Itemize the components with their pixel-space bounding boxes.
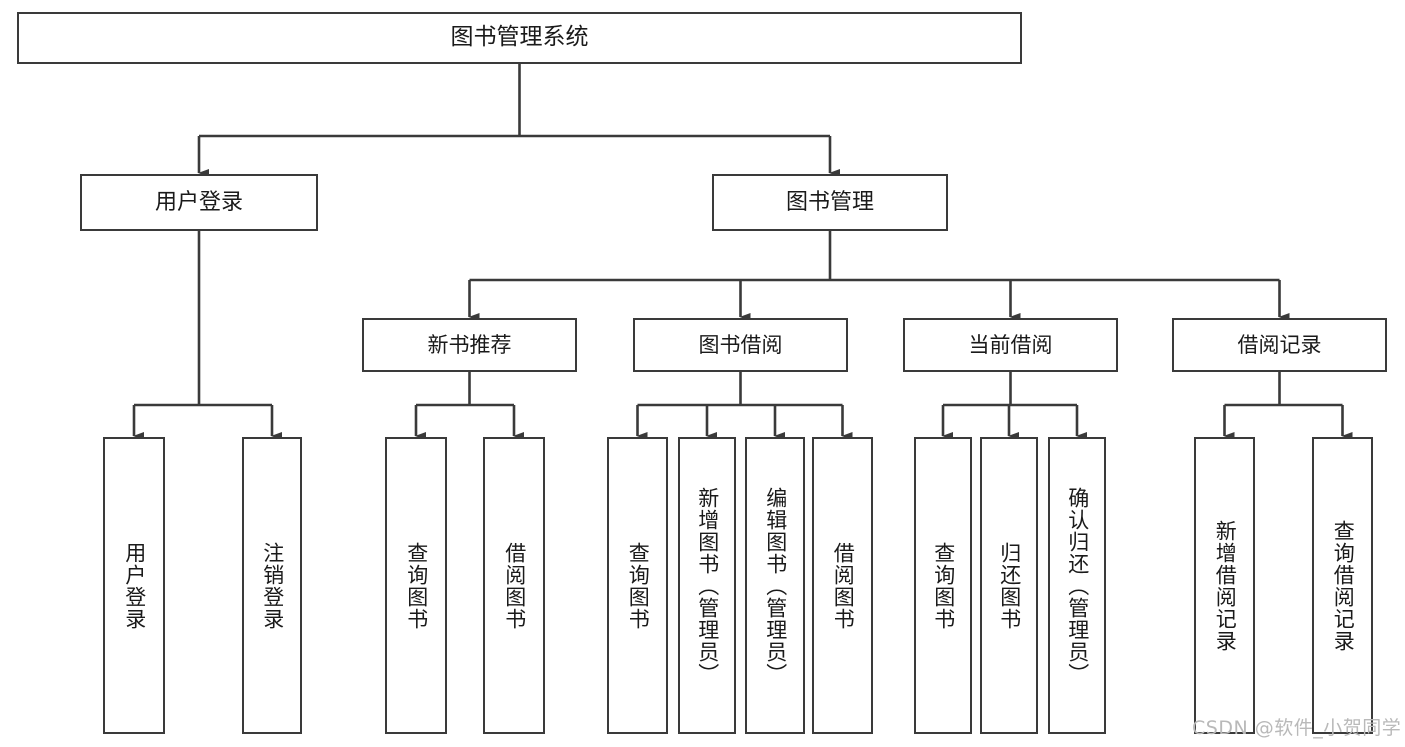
- node-label: 查询图书: [931, 541, 956, 630]
- node-label: 查询图书: [404, 541, 429, 630]
- node-leaf-return-book[interactable]: 归还图书: [980, 437, 1038, 734]
- node-label: 图书管理: [785, 189, 874, 215]
- node-book-manage[interactable]: 图书管理: [712, 174, 948, 231]
- node-leaf-logout[interactable]: 注销登录: [242, 437, 302, 734]
- node-new-book-recommend[interactable]: 新书推荐: [362, 318, 577, 372]
- node-label: 图书借阅: [698, 332, 783, 357]
- node-label: 注销登录: [260, 541, 285, 630]
- node-label: 确认归还（管理员）: [1065, 486, 1090, 685]
- node-leaf-query-book-3[interactable]: 查询图书: [914, 437, 972, 734]
- node-leaf-add-record[interactable]: 新增借阅记录: [1194, 437, 1255, 734]
- node-leaf-query-book-1[interactable]: 查询图书: [385, 437, 447, 734]
- node-leaf-add-book[interactable]: 新增图书（管理员）: [678, 437, 736, 734]
- node-label: 用户登录: [122, 541, 147, 630]
- node-label: 借阅图书: [502, 541, 527, 630]
- node-label: 编辑图书（管理员）: [763, 486, 788, 685]
- node-label: 图书管理系统: [450, 24, 589, 51]
- node-label: 用户登录: [154, 189, 243, 215]
- node-leaf-borrow-book-2[interactable]: 借阅图书: [812, 437, 873, 734]
- node-label: 归还图书: [997, 541, 1022, 630]
- node-leaf-confirm-return[interactable]: 确认归还（管理员）: [1048, 437, 1106, 734]
- csdn-watermark: CSDN @软件_小贺同学: [1192, 717, 1402, 739]
- node-current-borrow[interactable]: 当前借阅: [903, 318, 1118, 372]
- node-leaf-query-book-2[interactable]: 查询图书: [607, 437, 668, 734]
- node-label: 当前借阅: [968, 332, 1053, 357]
- node-label: 新书推荐: [427, 332, 512, 357]
- node-leaf-user-login[interactable]: 用户登录: [103, 437, 165, 734]
- node-label: 查询借阅记录: [1331, 519, 1356, 652]
- node-label: 借阅记录: [1237, 332, 1322, 357]
- node-label: 新增图书（管理员）: [695, 486, 720, 685]
- node-root-system[interactable]: 图书管理系统: [17, 12, 1022, 64]
- node-label: 查询图书: [626, 541, 651, 630]
- node-label: 新增借阅记录: [1213, 519, 1238, 652]
- node-leaf-query-record[interactable]: 查询借阅记录: [1312, 437, 1373, 734]
- node-book-borrow[interactable]: 图书借阅: [633, 318, 848, 372]
- node-user-login[interactable]: 用户登录: [80, 174, 318, 231]
- node-borrow-record[interactable]: 借阅记录: [1172, 318, 1387, 372]
- node-label: 借阅图书: [831, 541, 856, 630]
- node-leaf-borrow-book-1[interactable]: 借阅图书: [483, 437, 545, 734]
- node-leaf-edit-book[interactable]: 编辑图书（管理员）: [745, 437, 805, 734]
